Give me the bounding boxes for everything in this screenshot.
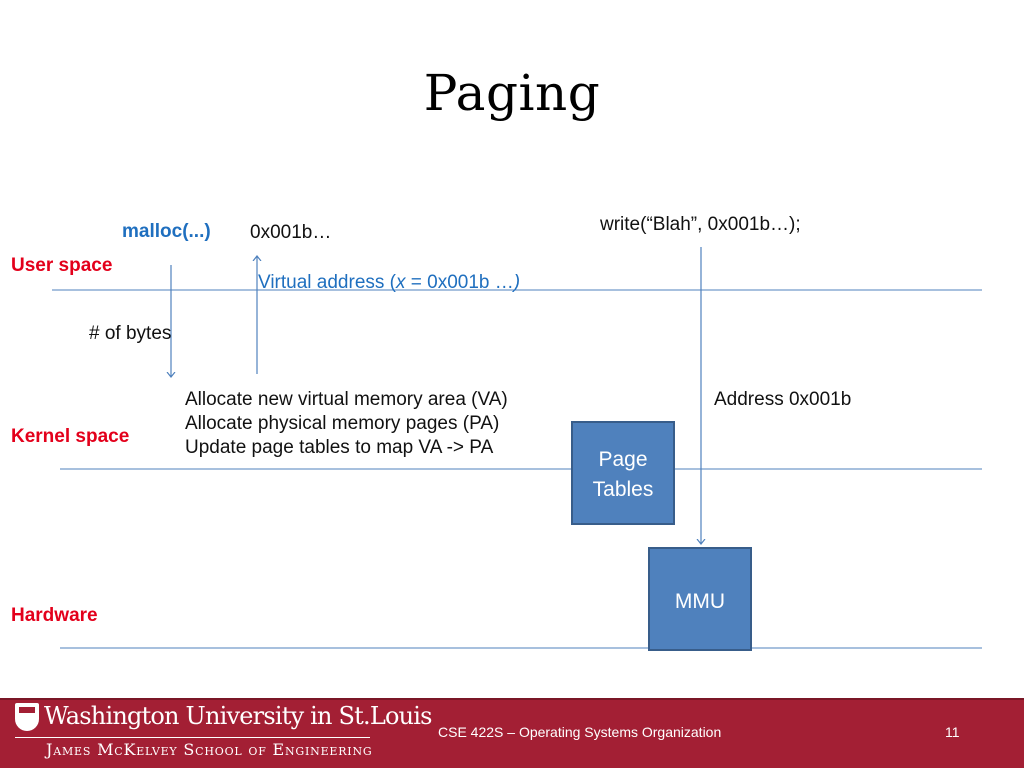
page-tables-box: Page Tables [571, 421, 675, 525]
virtual-address-close: ) [513, 272, 521, 293]
footer-bar [0, 698, 1024, 768]
address-label: Address 0x001b [714, 389, 852, 410]
malloc-call: malloc(...) [122, 221, 211, 242]
mmu-label: MMU [674, 590, 726, 613]
virtual-address-label: Virtual address (x = 0x001b …) [258, 272, 520, 294]
mmu-box: MMU [648, 547, 752, 651]
page-tables-line: Page [598, 448, 648, 471]
kernel-step: Allocate physical memory pages (PA) [185, 413, 500, 434]
kernel-space-label: Kernel space [11, 426, 130, 447]
virtual-address-prefix: Virtual address ( [258, 272, 396, 293]
footer-divider [0, 698, 1024, 700]
logo-rule [15, 737, 370, 738]
bytes-label: # of bytes [89, 323, 172, 344]
virtual-address-var: x [396, 272, 406, 293]
slide-title: Paging [423, 64, 601, 122]
university-logo-name: Washington University in St.Louis [44, 702, 432, 730]
hardware-label: Hardware [11, 605, 98, 626]
diagram-lines [52, 247, 982, 649]
page-number: 11 [945, 724, 960, 740]
write-call: write(“Blah”, 0x001b…); [600, 214, 801, 235]
virtual-address-suffix: = 0x001b … [405, 272, 514, 293]
school-name: James McKelvey School of Engineering [46, 740, 373, 759]
university-shield-icon [15, 703, 39, 731]
kernel-step: Allocate new virtual memory area (VA) [185, 389, 508, 410]
kernel-step: Update page tables to map VA -> PA [185, 437, 494, 458]
course-name: CSE 422S – Operating Systems Organizatio… [438, 724, 722, 740]
user-space-label: User space [11, 255, 113, 276]
page-tables-line: Tables [592, 478, 654, 501]
malloc-return-value: 0x001b… [250, 222, 332, 243]
